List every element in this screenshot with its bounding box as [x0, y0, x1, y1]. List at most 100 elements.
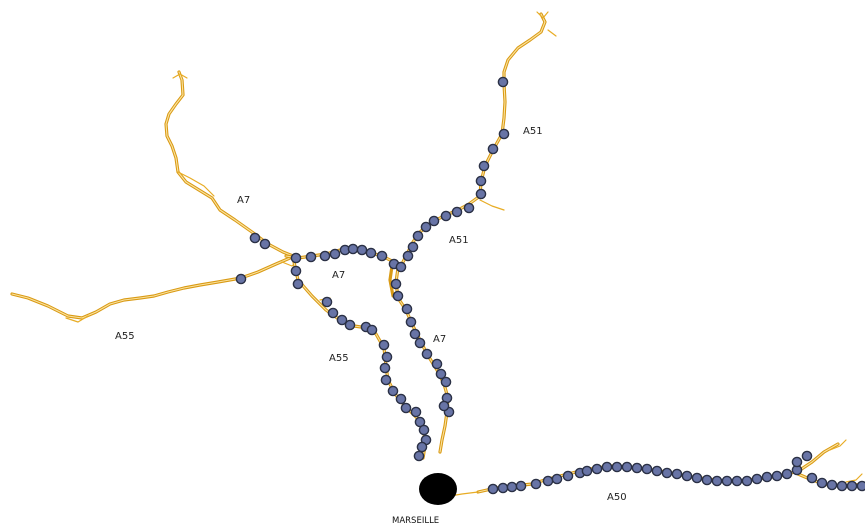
sensor-dot[interactable]	[515, 480, 527, 492]
sensor-dot[interactable]	[395, 393, 407, 405]
sensor-dot[interactable]	[402, 250, 414, 262]
sensor-dot[interactable]	[562, 470, 574, 482]
sensor-dot[interactable]	[691, 472, 703, 484]
label-a7-south: A7	[433, 334, 446, 345]
sensor-dot[interactable]	[551, 473, 563, 485]
sensor-dot[interactable]	[319, 250, 331, 262]
city-marker[interactable]	[419, 473, 457, 505]
sensor-dot[interactable]	[292, 278, 304, 290]
sensor-dot[interactable]	[651, 465, 663, 477]
sensor-dot[interactable]	[475, 188, 487, 200]
sensor-dot[interactable]	[816, 477, 828, 489]
sensor-dot[interactable]	[731, 475, 743, 487]
sensor-dot[interactable]	[329, 248, 341, 260]
sensor-dot[interactable]	[435, 368, 447, 380]
sensor-dot[interactable]	[846, 480, 858, 492]
sensor-dot[interactable]	[631, 462, 643, 474]
sensor-dot[interactable]	[414, 337, 426, 349]
sensor-dot[interactable]	[379, 362, 391, 374]
sensor-dot[interactable]	[366, 324, 378, 336]
sensor-dot[interactable]	[451, 206, 463, 218]
sensor-dot[interactable]	[611, 461, 623, 473]
sensor-dot[interactable]	[836, 480, 848, 492]
sensor-dot[interactable]	[387, 385, 399, 397]
sensor-dot[interactable]	[336, 314, 348, 326]
sensor-dot[interactable]	[412, 230, 424, 242]
sensor-dot[interactable]	[791, 456, 803, 468]
sensor-dot[interactable]	[381, 351, 393, 363]
sensor-dot[interactable]	[378, 339, 390, 351]
sensor-dot[interactable]	[440, 210, 452, 222]
sensor-dot[interactable]	[826, 479, 838, 491]
sensor-dot[interactable]	[290, 252, 302, 264]
sensor-dot[interactable]	[440, 376, 452, 388]
label-a55-west: A55	[115, 331, 135, 342]
sensor-dot[interactable]	[711, 475, 723, 487]
sensor-dot[interactable]	[621, 461, 633, 473]
sensor-dot[interactable]	[856, 480, 865, 492]
sensor-dot[interactable]	[506, 481, 518, 493]
sensor-dot[interactable]	[771, 470, 783, 482]
sensor-dot[interactable]	[498, 128, 510, 140]
sensor-dot[interactable]	[761, 471, 773, 483]
sensor-dot[interactable]	[418, 424, 430, 436]
sensor-dot[interactable]	[290, 265, 302, 277]
sensor-dot[interactable]	[530, 478, 542, 490]
sensor-dot[interactable]	[347, 243, 359, 255]
sensor-dot[interactable]	[413, 450, 425, 462]
label-a7-north: A7	[237, 195, 250, 206]
sensor-dot[interactable]	[781, 468, 793, 480]
sensor-dot[interactable]	[400, 402, 412, 414]
sensor-dot[interactable]	[542, 475, 554, 487]
sensor-dot[interactable]	[497, 76, 509, 88]
sensor-dot[interactable]	[428, 215, 440, 227]
sensor-dot[interactable]	[438, 400, 450, 412]
sensor-dot[interactable]	[431, 358, 443, 370]
sensor-dot[interactable]	[365, 247, 377, 259]
sensor-dot[interactable]	[392, 290, 404, 302]
sensor-dot[interactable]	[390, 278, 402, 290]
sensor-dot[interactable]	[671, 468, 683, 480]
sensor-dot[interactable]	[601, 461, 613, 473]
sensor-dot[interactable]	[327, 307, 339, 319]
sensor-dot[interactable]	[487, 483, 499, 495]
sensor-dot[interactable]	[344, 319, 356, 331]
sensor-dot[interactable]	[801, 450, 813, 462]
sensor-dot[interactable]	[409, 328, 421, 340]
sensor-dot[interactable]	[420, 221, 432, 233]
road-network	[10, 11, 865, 497]
sensor-dot[interactable]	[259, 238, 271, 250]
sensor-dot[interactable]	[497, 482, 509, 494]
sensor-dot[interactable]	[463, 202, 475, 214]
sensor-dot[interactable]	[751, 473, 763, 485]
sensor-dot[interactable]	[421, 348, 433, 360]
sensor-dot[interactable]	[405, 316, 417, 328]
city-label: MARSEILLE	[392, 516, 439, 526]
sensor-dot[interactable]	[321, 296, 333, 308]
sensor-dot[interactable]	[741, 475, 753, 487]
sensor-dot[interactable]	[478, 160, 490, 172]
sensor-dot[interactable]	[641, 463, 653, 475]
sensor-dot[interactable]	[806, 472, 818, 484]
sensor-dot[interactable]	[235, 273, 247, 285]
sensor-dot[interactable]	[681, 470, 693, 482]
sensor-dot[interactable]	[305, 251, 317, 263]
sensor-dot[interactable]	[661, 467, 673, 479]
sensor-dot[interactable]	[416, 441, 428, 453]
sensor-dot[interactable]	[475, 175, 487, 187]
sensor-dot[interactable]	[401, 303, 413, 315]
sensor-dot[interactable]	[591, 463, 603, 475]
sensor-dot[interactable]	[249, 232, 261, 244]
sensor-dot[interactable]	[721, 475, 733, 487]
sensor-dot[interactable]	[380, 374, 392, 386]
sensor-dot[interactable]	[407, 241, 419, 253]
sensor-dot[interactable]	[581, 465, 593, 477]
sensor-dot[interactable]	[487, 143, 499, 155]
sensor-dot[interactable]	[410, 406, 422, 418]
sensor-dot[interactable]	[356, 244, 368, 256]
sensor-dot[interactable]	[701, 474, 713, 486]
sensor-dot[interactable]	[395, 261, 407, 273]
sensor-dot[interactable]	[376, 250, 388, 262]
